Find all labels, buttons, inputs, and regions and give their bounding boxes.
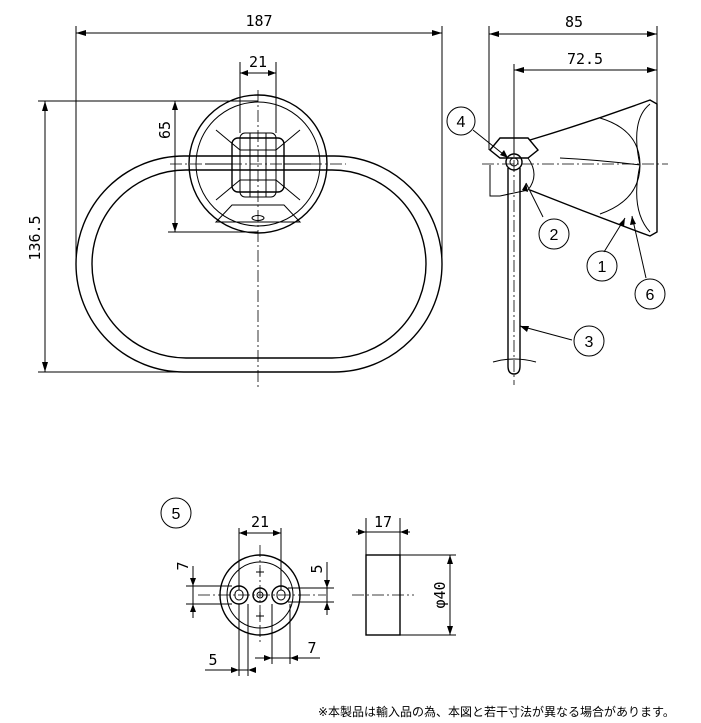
- side-ring-bar: [507, 168, 521, 375]
- dim-detail-left-offset: 5: [208, 651, 217, 669]
- detail-mounting-plate: 21 7 5 5 7: [174, 513, 334, 676]
- dim-height-to-base: 65: [156, 121, 174, 139]
- dim-overall-height: 136.5: [26, 215, 44, 260]
- svg-text:5: 5: [172, 506, 181, 523]
- side-flare: [529, 99, 658, 237]
- dim-base-width: 21: [249, 53, 267, 71]
- footnote: ※本製品は輸入品の為、本図と若干寸法が異なる場合があります。: [318, 705, 675, 719]
- dim-detail-slot-height: 7: [174, 561, 192, 570]
- svg-text:3: 3: [585, 334, 594, 351]
- dim-side-depth-inner: 72.5: [567, 50, 603, 68]
- dim-detail-hole: 5: [308, 564, 326, 573]
- ring-outer: [75, 155, 443, 373]
- front-view: 187 21 65 136.5: [26, 12, 443, 390]
- svg-text:4: 4: [457, 114, 466, 131]
- dim-bracket-thickness: 17: [374, 513, 392, 531]
- callout-1: 1: [586, 250, 618, 282]
- dim-overall-width: 187: [245, 12, 272, 30]
- callout-4: 4: [446, 106, 476, 136]
- svg-text:2: 2: [550, 227, 559, 244]
- dim-detail-right-offset: 7: [307, 639, 316, 657]
- callout-2: 2: [538, 218, 570, 250]
- dim-detail-width: 21: [251, 513, 269, 531]
- svg-text:6: 6: [646, 287, 655, 304]
- side-view: 85 72.5: [472, 13, 668, 385]
- callout-5: 5: [160, 497, 192, 529]
- dim-bracket-diameter: φ40: [431, 581, 449, 608]
- ring-inner: [91, 169, 427, 359]
- dim-side-depth: 85: [565, 13, 583, 31]
- callout-3: 3: [573, 325, 605, 357]
- callout-bubbles: 4 2 1 6 3 5: [160, 106, 666, 529]
- svg-text:1: 1: [598, 259, 607, 276]
- detail-bracket-side: 17 φ40: [352, 513, 456, 636]
- callout-6: 6: [634, 278, 666, 310]
